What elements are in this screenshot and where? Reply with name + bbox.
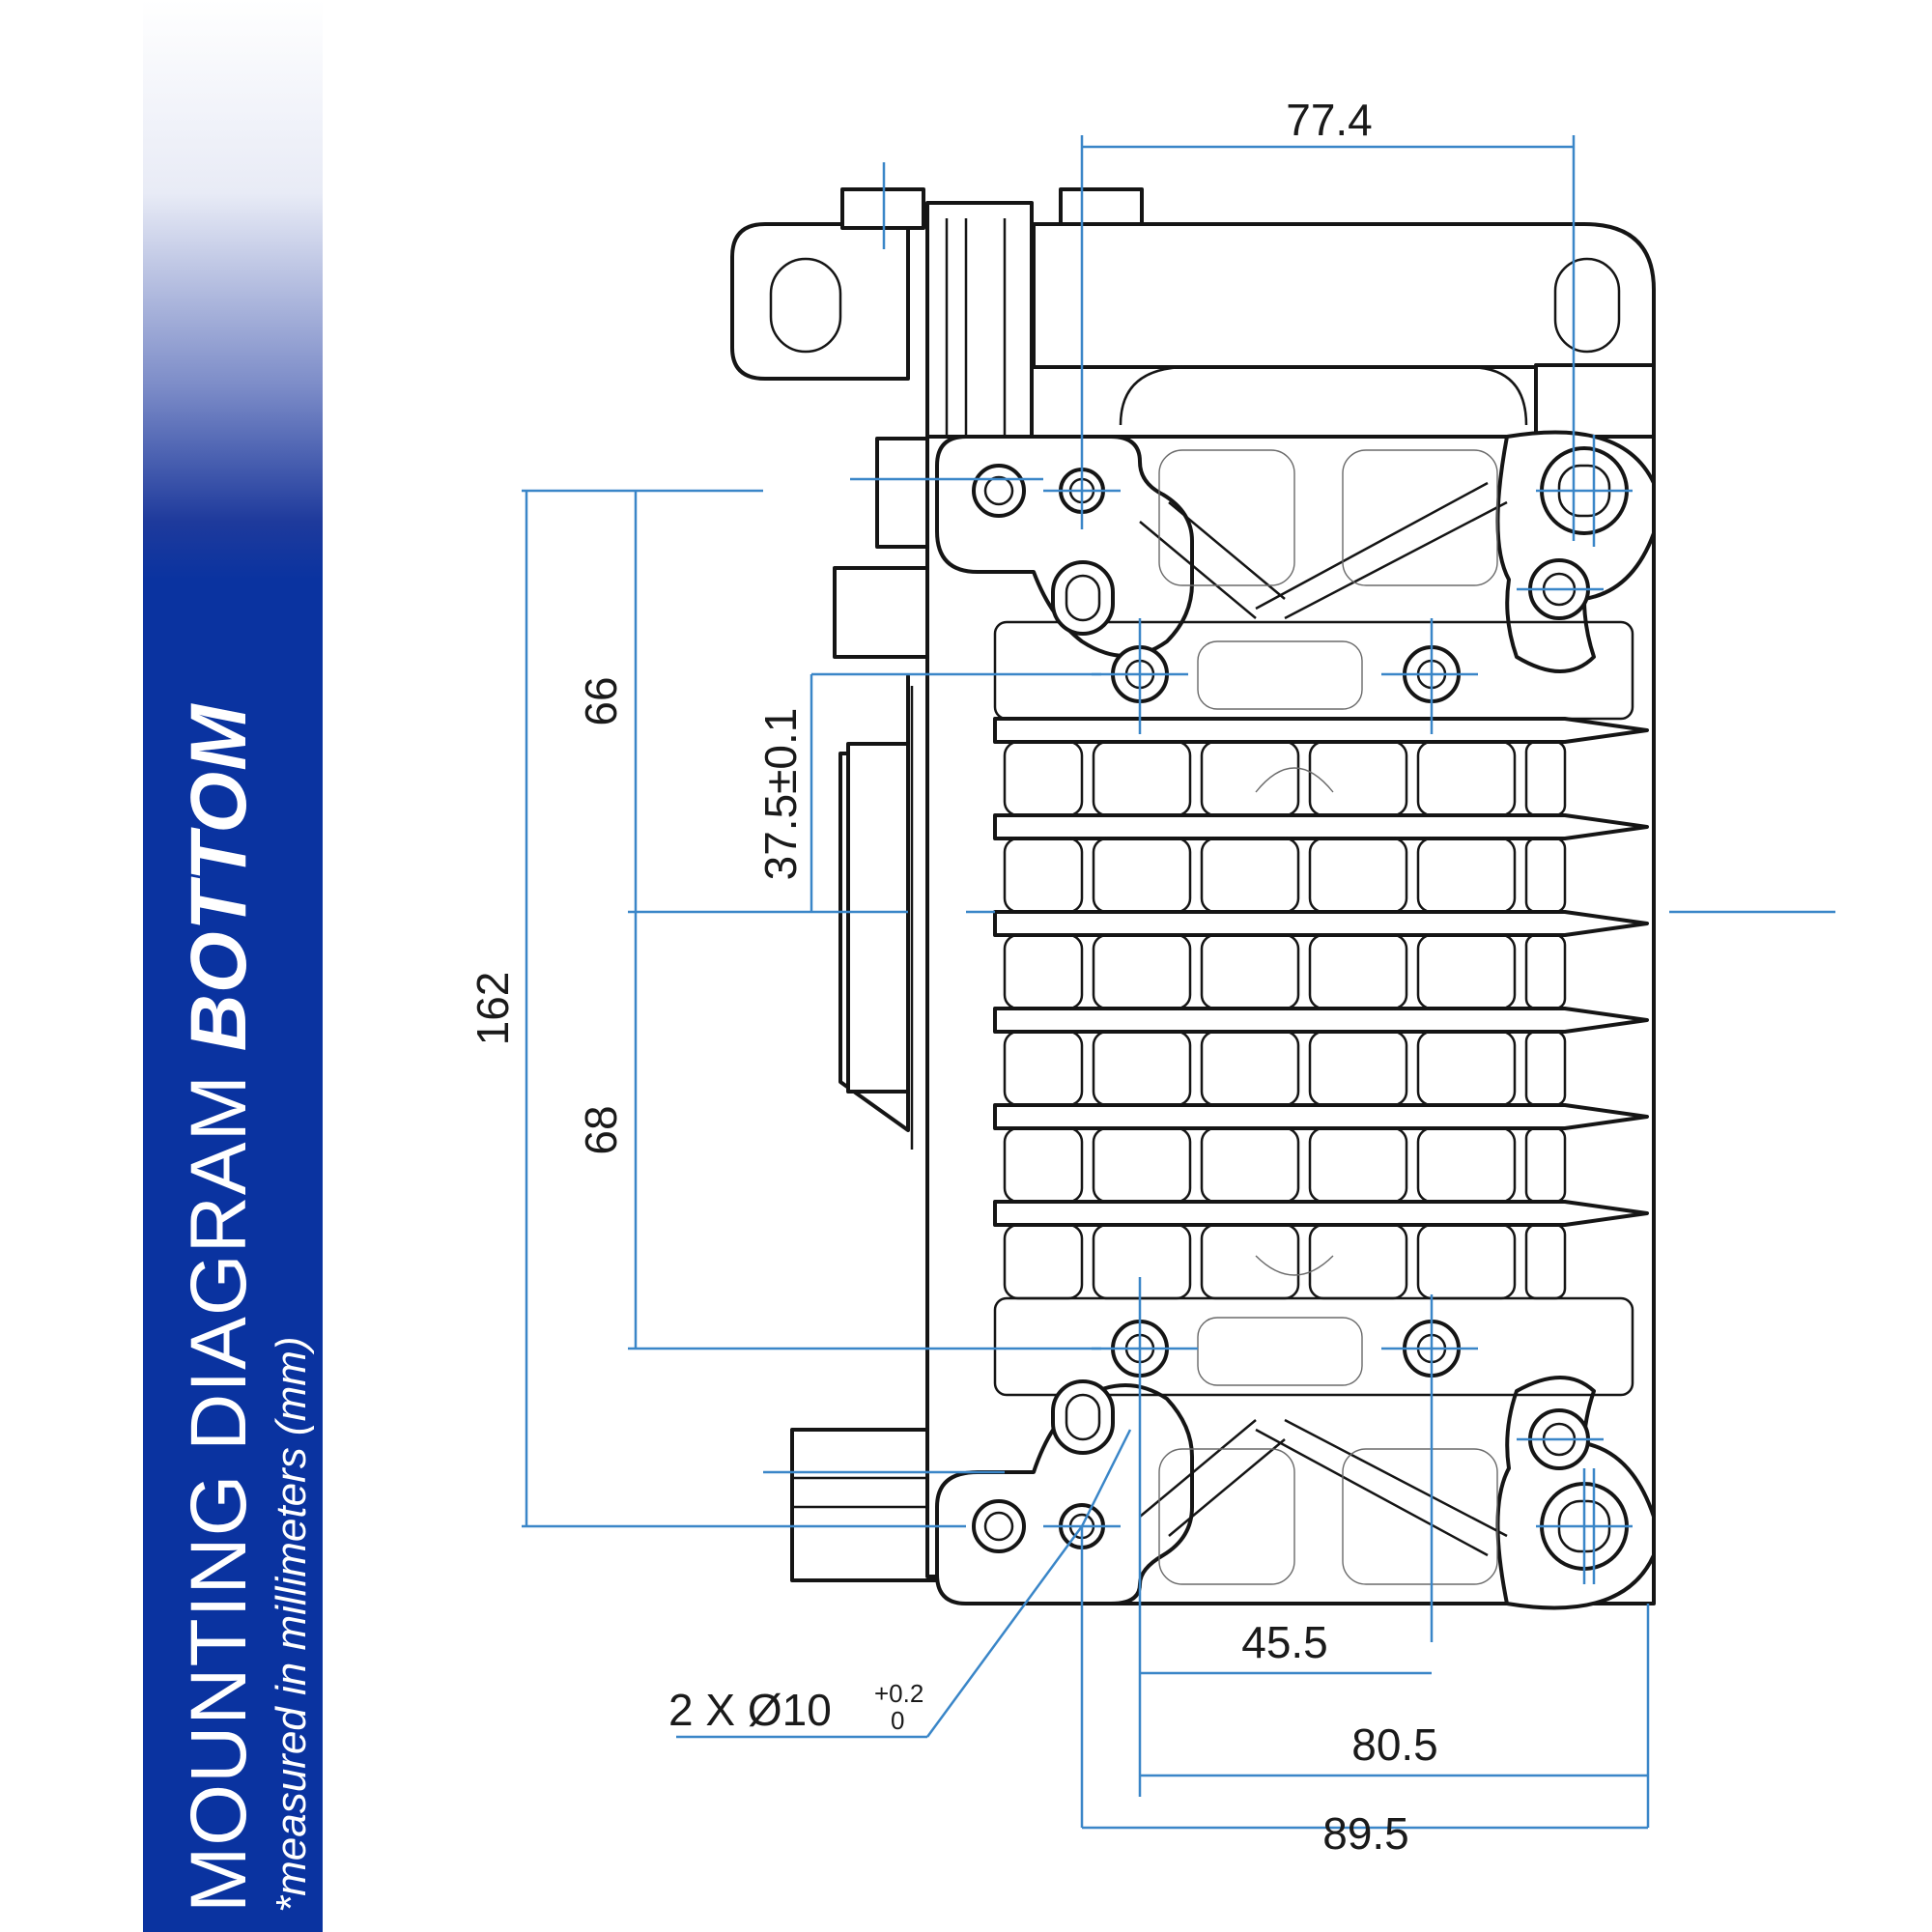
dim-162: 162 <box>468 972 518 1046</box>
dimension-labels: 77.4 162 66 68 37.5±0.1 45.5 80.5 89.5 2… <box>468 95 1438 1859</box>
hole-tolerance-lower: 0 <box>891 1706 904 1735</box>
dim-89-5: 89.5 <box>1322 1808 1409 1859</box>
bolt-hole <box>972 464 1026 518</box>
cooling-fins <box>993 449 1649 1585</box>
slot-hole <box>1051 560 1115 636</box>
hole-callout: 2 X Ø10 <box>668 1685 832 1735</box>
dim-37-5: 37.5±0.1 <box>755 708 806 881</box>
dim-80-5: 80.5 <box>1351 1719 1438 1770</box>
bolt-hole <box>972 1499 1026 1553</box>
dim-66: 66 <box>576 676 626 725</box>
title-banner <box>143 0 323 1932</box>
hole-tolerance-upper: +0.2 <box>874 1679 923 1708</box>
dim-77-4: 77.4 <box>1286 95 1373 145</box>
slot-hole <box>1051 1379 1115 1455</box>
dim-68: 68 <box>576 1105 626 1154</box>
dimension-lines <box>522 135 1835 1830</box>
dim-45-5: 45.5 <box>1241 1617 1328 1667</box>
